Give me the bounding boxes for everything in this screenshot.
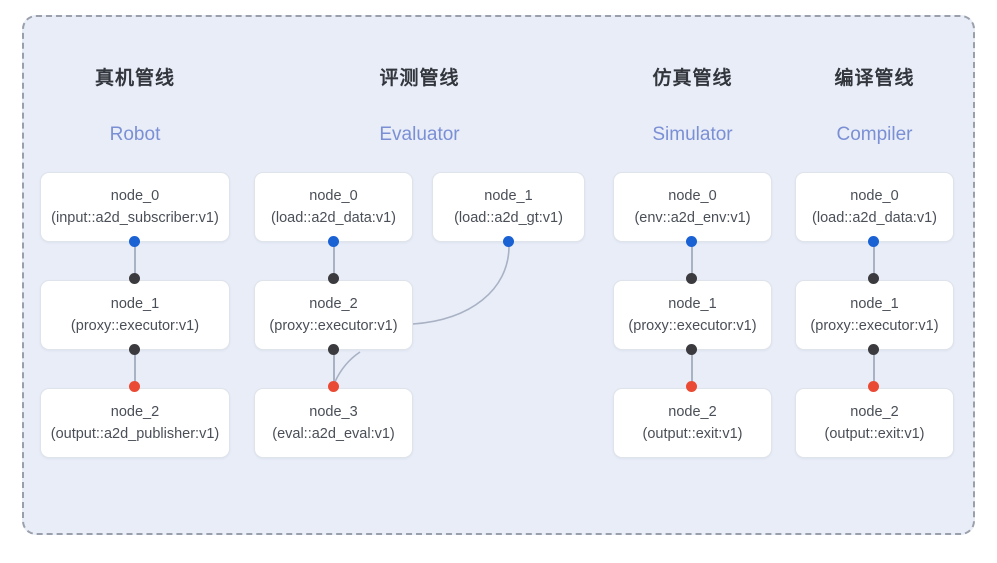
port-dot-in-simulator-1[interactable] — [686, 273, 697, 284]
node-type: (proxy::executor:v1) — [810, 318, 939, 334]
node-evaluator-1-gt[interactable]: node_1 (load::a2d_gt:v1) — [432, 172, 585, 242]
port-dot-out-robot-1[interactable] — [129, 344, 140, 355]
port-dot-input-simulator-0[interactable] — [686, 236, 697, 247]
port-dot-output-simulator-2[interactable] — [686, 381, 697, 392]
node-simulator-2[interactable]: node_2 (output::exit:v1) — [613, 388, 772, 458]
node-compiler-1[interactable]: node_1 (proxy::executor:v1) — [795, 280, 954, 350]
node-name: node_1 — [850, 296, 899, 312]
node-name: node_2 — [110, 404, 160, 420]
port-dot-out-evaluator-2[interactable] — [328, 344, 339, 355]
node-name: node_1 — [110, 296, 160, 312]
node-type: (proxy::executor:v1) — [70, 318, 200, 334]
node-evaluator-2[interactable]: node_2 (proxy::executor:v1) — [254, 280, 413, 350]
port-dot-out-compiler-1[interactable] — [868, 344, 879, 355]
edge-eval-2-3 — [333, 349, 335, 387]
port-dot-in-robot-1[interactable] — [129, 273, 140, 284]
edge-comp-0-1 — [873, 241, 875, 279]
column-title-cn-evaluator: 评测管线 — [379, 68, 460, 89]
node-type: (load::a2d_data:v1) — [271, 210, 396, 226]
port-dot-output-compiler-2[interactable] — [868, 381, 879, 392]
node-simulator-0[interactable]: node_0 (env::a2d_env:v1) — [613, 172, 772, 242]
node-type: (proxy::executor:v1) — [269, 318, 398, 334]
port-dot-input-compiler-0[interactable] — [868, 236, 879, 247]
port-dot-output-evaluator-3[interactable] — [328, 381, 339, 392]
node-robot-1[interactable]: node_1 (proxy::executor:v1) — [40, 280, 230, 350]
node-evaluator-3[interactable]: node_3 (eval::a2d_eval:v1) — [254, 388, 413, 458]
edge-robot-1-2 — [134, 349, 136, 387]
node-type: (env::a2d_env:v1) — [634, 210, 751, 226]
node-name: node_0 — [850, 188, 899, 204]
node-name: node_3 — [309, 404, 358, 420]
edge-robot-0-1 — [134, 241, 136, 279]
column-title-en-compiler: Compiler — [836, 124, 913, 145]
node-type: (output::exit:v1) — [824, 426, 925, 442]
port-dot-out-simulator-1[interactable] — [686, 344, 697, 355]
edge-sim-0-1 — [691, 241, 693, 279]
column-title-cn-simulator: 仿真管线 — [652, 68, 733, 89]
node-type: (load::a2d_data:v1) — [812, 210, 937, 226]
node-name: node_2 — [309, 296, 358, 312]
port-dot-input-evaluator-1-gt[interactable] — [503, 236, 514, 247]
column-title-en-evaluator: Evaluator — [379, 124, 460, 145]
column-title-cn-compiler: 编译管线 — [834, 68, 915, 89]
node-name: node_2 — [668, 404, 717, 420]
node-name: node_0 — [309, 188, 358, 204]
column-title-en-simulator: Simulator — [652, 124, 733, 145]
edge-comp-1-2 — [873, 349, 875, 387]
column-title-cn-robot: 真机管线 — [94, 68, 175, 89]
node-compiler-0[interactable]: node_0 (load::a2d_data:v1) — [795, 172, 954, 242]
node-evaluator-0[interactable]: node_0 (load::a2d_data:v1) — [254, 172, 413, 242]
node-name: node_0 — [668, 188, 717, 204]
port-dot-input-robot-0[interactable] — [129, 236, 140, 247]
node-name: node_2 — [850, 404, 899, 420]
edge-eval-0-2 — [333, 241, 335, 279]
node-type: (output::a2d_publisher:v1) — [50, 426, 220, 442]
node-simulator-1[interactable]: node_1 (proxy::executor:v1) — [613, 280, 772, 350]
node-type: (input::a2d_subscriber:v1) — [51, 210, 219, 226]
node-robot-2[interactable]: node_2 (output::a2d_publisher:v1) — [40, 388, 230, 458]
port-dot-in-evaluator-2[interactable] — [328, 273, 339, 284]
node-robot-0[interactable]: node_0 (input::a2d_subscriber:v1) — [40, 172, 230, 242]
port-dot-in-compiler-1[interactable] — [868, 273, 879, 284]
node-type: (proxy::executor:v1) — [628, 318, 757, 334]
node-type: (eval::a2d_eval:v1) — [272, 426, 395, 442]
port-dot-output-robot-2[interactable] — [129, 381, 140, 392]
node-name: node_1 — [484, 188, 533, 204]
column-title-en-robot: Robot — [109, 124, 161, 145]
node-type: (output::exit:v1) — [642, 426, 743, 442]
port-dot-input-evaluator-0[interactable] — [328, 236, 339, 247]
node-type: (load::a2d_gt:v1) — [454, 210, 563, 226]
node-name: node_0 — [110, 188, 160, 204]
node-name: node_1 — [668, 296, 717, 312]
node-compiler-2[interactable]: node_2 (output::exit:v1) — [795, 388, 954, 458]
edge-sim-1-2 — [691, 349, 693, 387]
